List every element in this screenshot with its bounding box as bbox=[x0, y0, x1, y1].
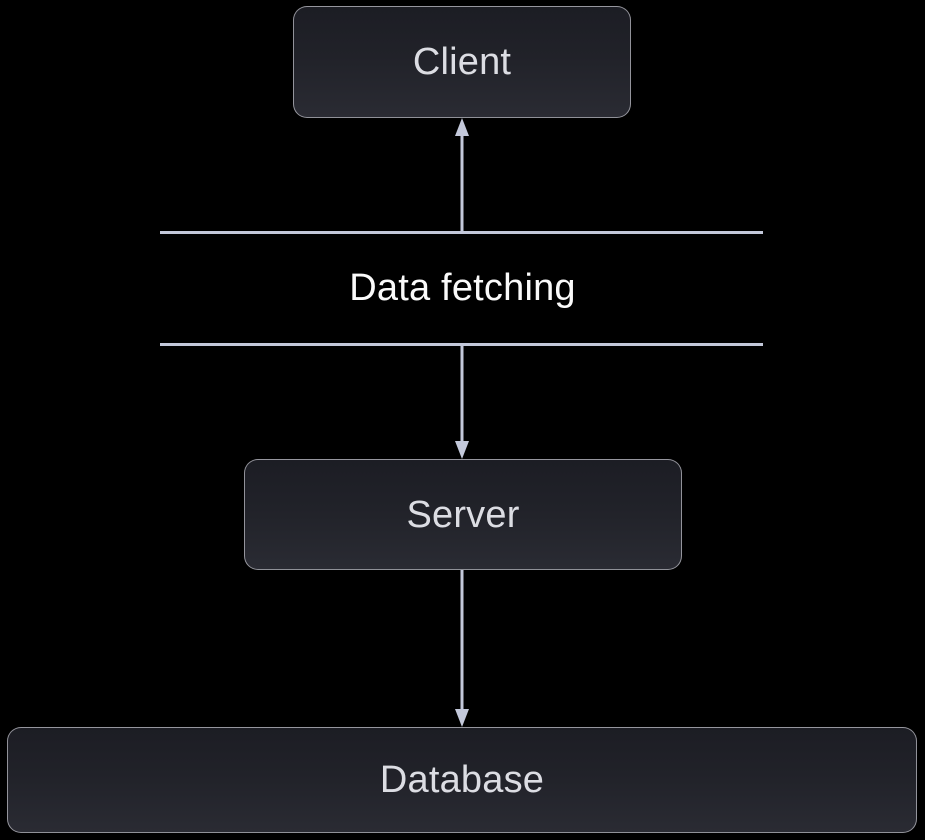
arrowhead-up-icon bbox=[455, 118, 469, 136]
node-server-label: Server bbox=[406, 493, 520, 536]
edge-client-server-down bbox=[455, 344, 469, 459]
node-client[interactable]: Client bbox=[293, 6, 631, 118]
edge-server-database-down bbox=[455, 570, 469, 727]
edge-client-server-up bbox=[455, 118, 469, 232]
node-client-label: Client bbox=[412, 41, 512, 83]
group-divider-bottom bbox=[160, 343, 763, 346]
node-server[interactable]: Server bbox=[244, 459, 682, 570]
group-divider-top bbox=[160, 231, 763, 234]
node-database[interactable]: Database bbox=[7, 727, 917, 833]
arrowhead-down-icon bbox=[455, 709, 469, 727]
group-label-data-fetching: Data fetching bbox=[349, 267, 576, 309]
arrowhead-down-icon bbox=[455, 441, 469, 459]
node-database-label: Database bbox=[379, 759, 545, 801]
